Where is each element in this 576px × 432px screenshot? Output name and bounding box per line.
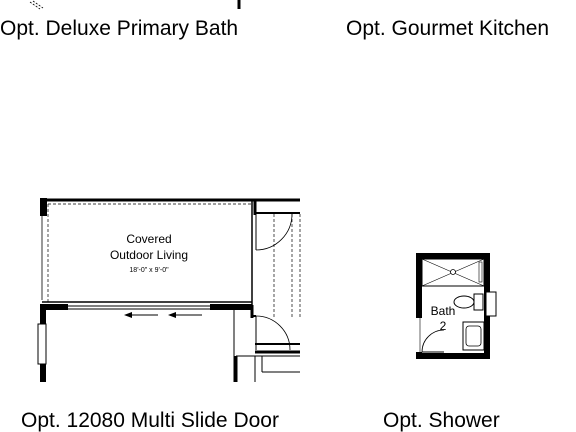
outdoor-living-plan: Covered Outdoor Living 18'-0" x 9'-0": [37, 198, 301, 382]
bath-shower-plan: Bath 2: [415, 253, 497, 359]
caption-deluxe-primary-bath: Opt. Deluxe Primary Bath: [0, 17, 239, 40]
shower-drain: [450, 269, 456, 275]
slide-door-jamb-right: [210, 304, 252, 310]
bath-wall-bottom: [416, 353, 490, 359]
room-label-bath-number: 2: [440, 319, 447, 333]
top-fragments: [29, 0, 241, 10]
room-label-bath: Bath: [431, 304, 456, 318]
caption-shower: Opt. Shower: [383, 409, 500, 432]
window-left: [37, 323, 47, 365]
room-dimensions-outdoor: 18'-0" x 9'-0": [129, 267, 169, 274]
bath-door-opening: [415, 318, 423, 352]
bath-door-swing: [421, 329, 445, 353]
sink: [465, 325, 482, 347]
bath-wall-top: [416, 253, 490, 259]
slide-arrow-left-1: [124, 312, 158, 318]
toilet: [453, 293, 484, 311]
shower-bench: [478, 261, 483, 283]
room-label-outdoor-line2: Outdoor Living: [110, 248, 188, 262]
room-label-outdoor-line1: Covered: [126, 232, 171, 246]
caption-gourmet-kitchen: Opt. Gourmet Kitchen: [346, 17, 550, 40]
wall-corner-top-left: [40, 198, 47, 216]
caption-multi-slide-door: Opt. 12080 Multi Slide Door: [21, 409, 279, 432]
bath-window: [485, 291, 497, 317]
slide-door-jamb-left: [40, 304, 68, 310]
slide-arrow-left-2: [168, 312, 202, 318]
bath-wall-left: [416, 253, 422, 359]
upper-door-swing: [255, 213, 293, 251]
